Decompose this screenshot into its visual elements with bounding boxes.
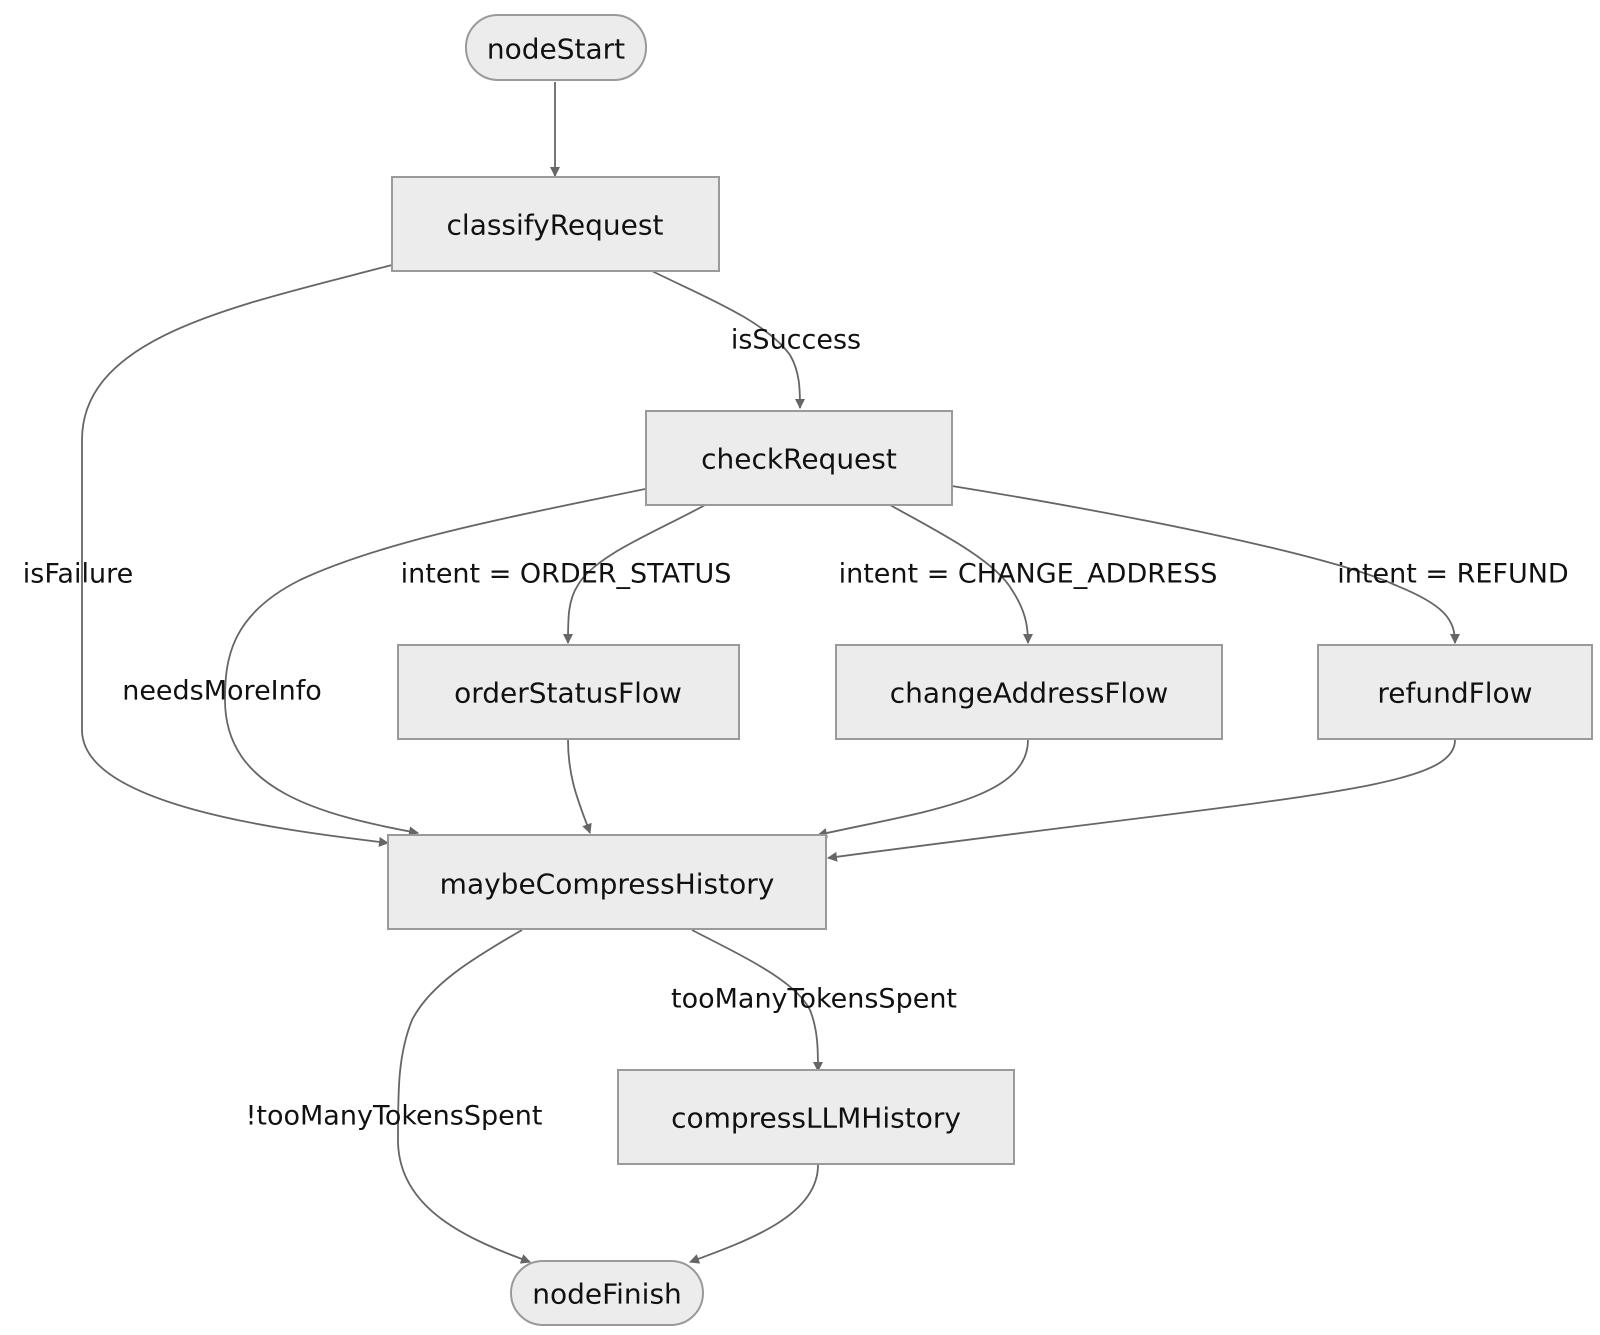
edge-checkRequest-refundFlow bbox=[951, 485, 1460, 644]
node-classifyRequest[interactable]: classifyRequest bbox=[391, 176, 720, 272]
edge-label-order-status: intent = ORDER_STATUS bbox=[401, 559, 732, 590]
node-label: refundFlow bbox=[1377, 677, 1532, 710]
node-label: nodeStart bbox=[487, 33, 625, 66]
edge-maybeCompressHistory-nodeFinish bbox=[397, 929, 531, 1264]
edge-refundFlow-maybeCompressHistory bbox=[827, 739, 1456, 862]
node-label: checkRequest bbox=[701, 443, 897, 476]
edge-label-change-address: intent = CHANGE_ADDRESS bbox=[839, 559, 1218, 590]
edge-label-isFailure: isFailure bbox=[23, 559, 133, 590]
edge-classifyRequest-checkRequest bbox=[651, 270, 805, 409]
edge-classifyRequest-maybeCompressHistory bbox=[81, 264, 393, 847]
node-nodeStart[interactable]: nodeStart bbox=[465, 14, 647, 81]
edge-checkRequest-changeAddressFlow bbox=[889, 504, 1033, 644]
node-label: maybeCompressHistory bbox=[440, 868, 775, 901]
node-compressLLMHistory[interactable]: compressLLMHistory bbox=[617, 1069, 1015, 1165]
edge-label-refund: intent = REFUND bbox=[1337, 559, 1568, 590]
node-refundFlow[interactable]: refundFlow bbox=[1317, 644, 1593, 740]
edge-labels: isSuccess isFailure needsMoreInfo intent… bbox=[23, 325, 1569, 1132]
edge-changeAddressFlow-maybeCompressHistory bbox=[817, 739, 1029, 838]
node-changeAddressFlow[interactable]: changeAddressFlow bbox=[835, 644, 1223, 740]
node-nodeFinish[interactable]: nodeFinish bbox=[510, 1260, 704, 1326]
edge-label-needsMoreInfo: needsMoreInfo bbox=[122, 676, 322, 707]
node-maybeCompressHistory[interactable]: maybeCompressHistory bbox=[387, 834, 827, 930]
node-orderStatusFlow[interactable]: orderStatusFlow bbox=[397, 644, 740, 740]
edge-orderStatusFlow-maybeCompressHistory bbox=[567, 739, 592, 834]
edge-label-not-tooManyTokensSpent: !tooManyTokensSpent bbox=[246, 1101, 543, 1132]
node-label: nodeFinish bbox=[532, 1278, 682, 1311]
node-label: classifyRequest bbox=[447, 209, 664, 242]
node-label: changeAddressFlow bbox=[890, 677, 1168, 710]
edges bbox=[81, 82, 1460, 1264]
nodes: nodeStart classifyRequest checkRequest o… bbox=[387, 14, 1593, 1326]
node-label: orderStatusFlow bbox=[454, 677, 682, 710]
edge-label-tooManyTokensSpent: tooManyTokensSpent bbox=[671, 984, 957, 1015]
edge-compressLLMHistory-nodeFinish bbox=[689, 1164, 819, 1264]
node-checkRequest[interactable]: checkRequest bbox=[645, 410, 953, 506]
edge-maybeCompressHistory-compressLLMHistory bbox=[691, 929, 823, 1072]
edge-checkRequest-orderStatusFlow bbox=[563, 504, 706, 644]
edge-checkRequest-maybeCompressHistory bbox=[224, 488, 646, 837]
edge-label-isSuccess: isSuccess bbox=[731, 325, 861, 356]
node-label: compressLLMHistory bbox=[671, 1102, 961, 1135]
